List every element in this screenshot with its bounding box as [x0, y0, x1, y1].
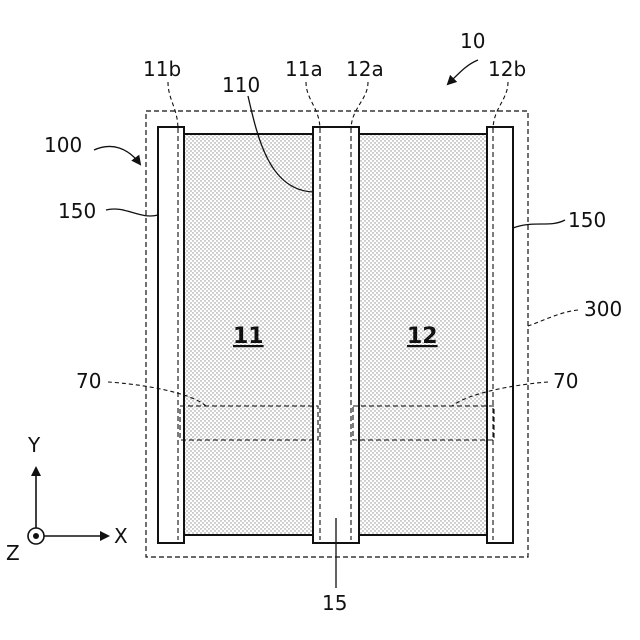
label-cell-11: 11 — [233, 324, 264, 349]
label-70-right: 70 — [553, 369, 578, 393]
leader-300 — [528, 310, 578, 326]
label-300: 300 — [584, 297, 622, 321]
frame-150-right — [487, 127, 513, 543]
label-device: 100 — [44, 133, 82, 157]
label-150-left: 150 — [58, 199, 96, 223]
label-110: 110 — [222, 73, 260, 97]
label-15: 15 — [322, 591, 347, 615]
axis-label-y: Y — [27, 433, 41, 457]
label-assembly: 10 — [460, 29, 485, 53]
leader-150-left — [106, 209, 158, 216]
arrow-10 — [448, 60, 478, 84]
axis-label-z: Z — [6, 541, 20, 565]
leader-12a — [351, 82, 368, 130]
label-150-right: 150 — [568, 208, 606, 232]
arrow-100 — [94, 146, 140, 164]
label-12a: 12a — [346, 57, 384, 81]
z-axis-dot — [33, 533, 39, 539]
frame-150-left — [158, 127, 184, 543]
axis-label-x: X — [114, 524, 128, 548]
label-11a: 11a — [285, 57, 323, 81]
leader-11b — [168, 82, 178, 130]
label-12b: 12b — [488, 57, 526, 81]
label-11b: 11b — [143, 57, 181, 81]
leader-12b — [493, 82, 508, 130]
label-cell-12: 12 — [407, 324, 438, 349]
leader-150-right — [513, 220, 565, 228]
label-70-left: 70 — [76, 369, 101, 393]
leader-11a — [306, 82, 320, 130]
